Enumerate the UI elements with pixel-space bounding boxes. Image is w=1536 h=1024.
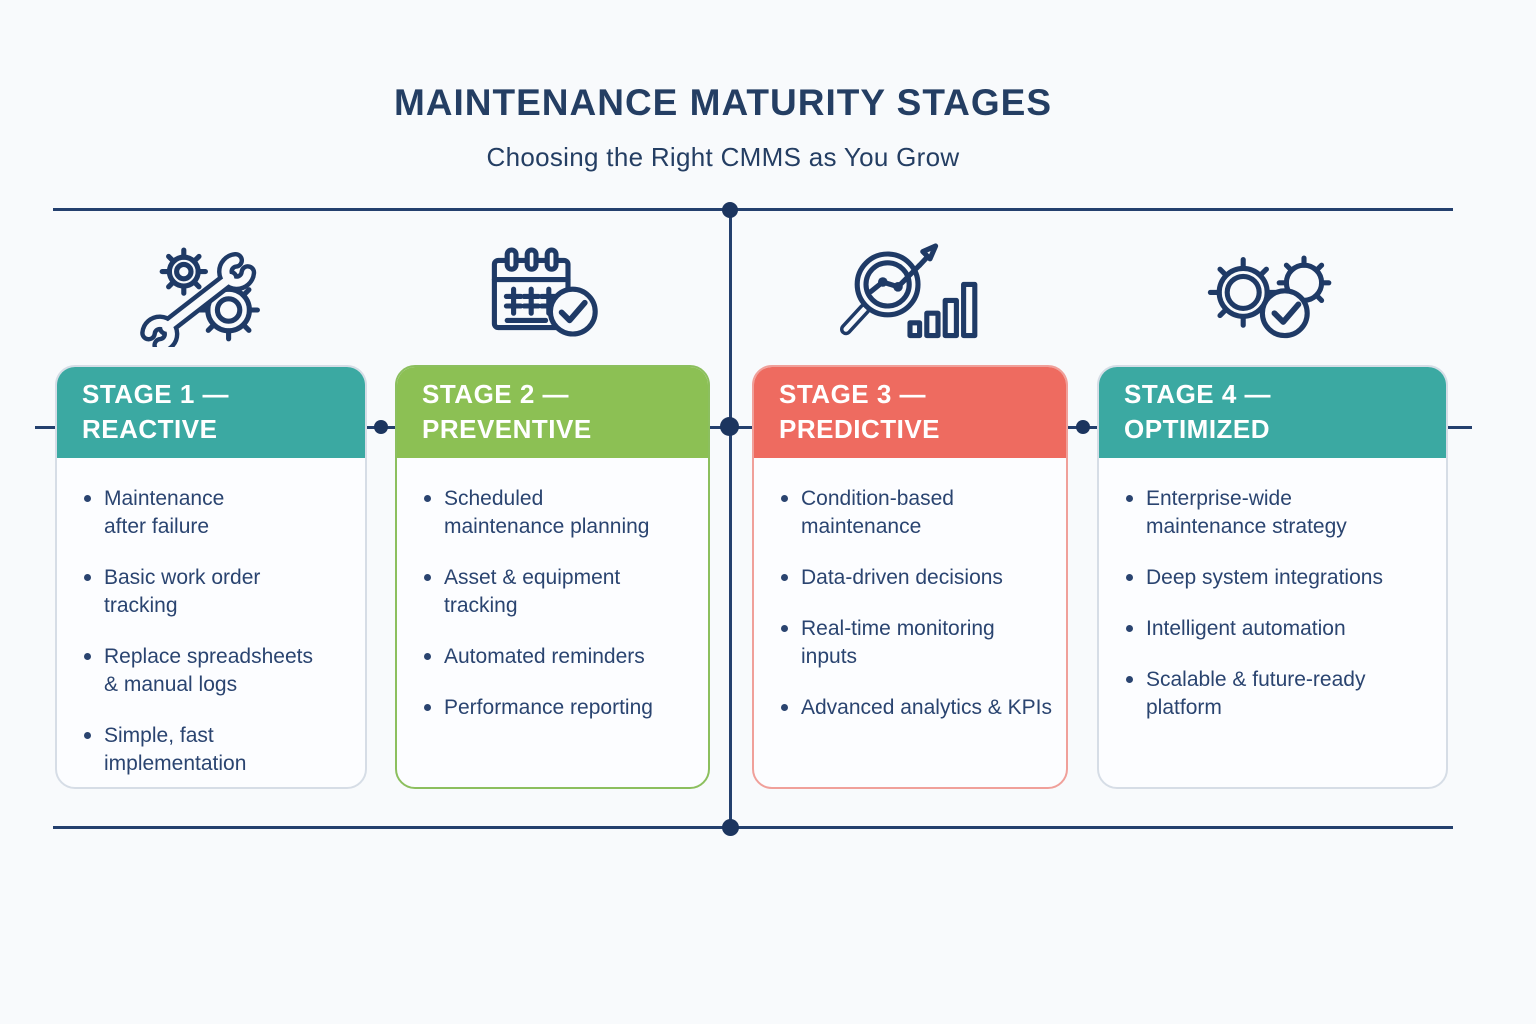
connector-node [722, 202, 738, 218]
stage-card-predictive: STAGE 3 — PREDICTIVE Condition-based mai… [752, 365, 1068, 789]
stage-bullet-list: Scheduled maintenance planning Asset & e… [397, 485, 708, 722]
connector-node [720, 417, 739, 436]
timeline-bottom-line [53, 826, 1453, 829]
list-item: Maintenance after failure [84, 485, 355, 541]
stage-name: PREDICTIVE [779, 414, 941, 444]
stage-bullet-list: Enterprise-wide maintenance strategy Dee… [1099, 485, 1446, 722]
stage-card-header: STAGE 1 — REACTIVE [57, 367, 365, 458]
list-item: Real-time monitoring inputs [781, 615, 1056, 671]
stage-card-preventive: STAGE 2 — PREVENTIVE Scheduled maintenan… [395, 365, 710, 789]
page-title: MAINTENANCE MATURITY STAGES [393, 82, 1053, 123]
list-item: Condition-based maintenance [781, 485, 1056, 541]
timeline-center-vertical-line [729, 209, 732, 828]
gears-check-icon [1192, 241, 1352, 347]
list-item: Intelligent automation [1126, 615, 1436, 643]
list-item: Scalable & future-ready platform [1126, 666, 1436, 722]
stage-label: STAGE 3 — [779, 379, 927, 409]
page-subtitle: Choosing the Right CMMS as You Grow [486, 142, 960, 172]
stage-name: REACTIVE [82, 414, 218, 444]
stage-card-header: STAGE 3 — PREDICTIVE [754, 367, 1066, 458]
list-item: Basic work order tracking [84, 564, 355, 620]
stage-name: PREVENTIVE [422, 414, 592, 444]
stage-card-header: STAGE 4 — OPTIMIZED [1099, 367, 1446, 458]
list-item: Simple, fast implementation [84, 722, 355, 778]
magnifier-growth-chart-icon [830, 241, 990, 347]
stage-bullet-list: Condition-based maintenance Data-driven … [754, 485, 1066, 722]
list-item: Performance reporting [424, 694, 698, 722]
stage-name: OPTIMIZED [1124, 414, 1271, 444]
list-item: Data-driven decisions [781, 564, 1056, 592]
header: MAINTENANCE MATURITY STAGES Choosing the… [0, 0, 1446, 173]
stage-card-reactive: STAGE 1 — REACTIVE Maintenance after fai… [55, 365, 367, 789]
list-item: Scheduled maintenance planning [424, 485, 698, 541]
stage-label: STAGE 1 — [82, 379, 230, 409]
connector-node [374, 420, 388, 434]
wrench-gears-icon [131, 241, 291, 347]
list-item: Automated reminders [424, 643, 698, 671]
connector-node [722, 819, 739, 836]
stage-label: STAGE 4 — [1124, 379, 1272, 409]
stage-card-optimized: STAGE 4 — OPTIMIZED Enterprise-wide main… [1097, 365, 1448, 789]
list-item: Replace spreadsheets & manual logs [84, 643, 355, 699]
list-item: Asset & equipment tracking [424, 564, 698, 620]
list-item: Enterprise-wide maintenance strategy [1126, 485, 1436, 541]
list-item: Advanced analytics & KPIs [781, 694, 1056, 722]
list-item: Deep system integrations [1126, 564, 1436, 592]
stage-card-header: STAGE 2 — PREVENTIVE [397, 367, 708, 458]
stage-label: STAGE 2 — [422, 379, 570, 409]
timeline-top-line [53, 208, 1453, 211]
calendar-check-icon [472, 241, 632, 347]
connector-node [1076, 420, 1090, 434]
stage-bullet-list: Maintenance after failure Basic work ord… [57, 485, 365, 778]
